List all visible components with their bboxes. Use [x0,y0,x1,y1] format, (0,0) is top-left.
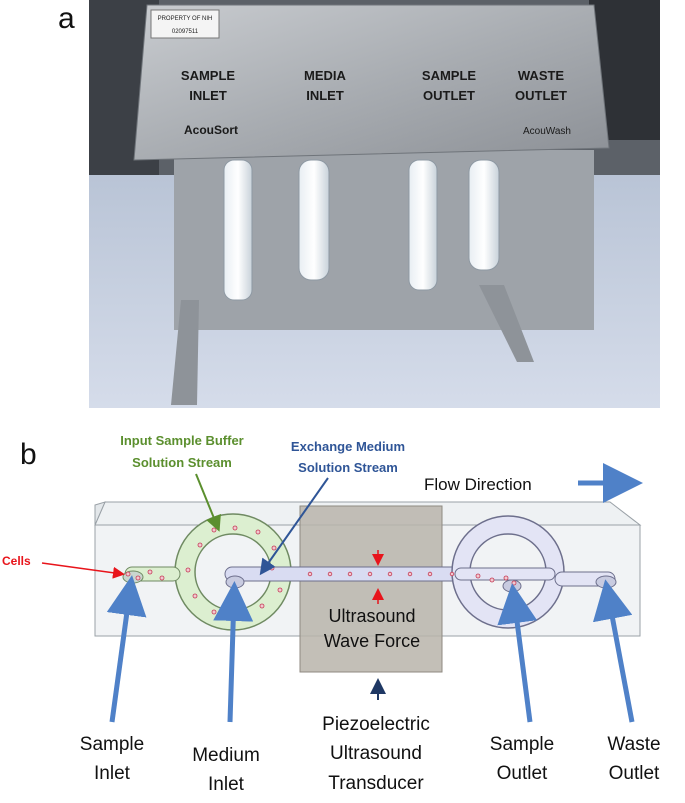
sample-inlet-label-line1: Sample [80,734,144,755]
left-leg [171,300,199,405]
port-label-sample-inlet-line1: SAMPLE [181,68,236,83]
transducer-label-line3: Transducer [328,773,424,794]
tubes [223,159,500,301]
input-stream-arrow [195,473,221,532]
ultrasound-label-line1: Ultrasound [328,606,415,626]
acoustophoresis-diagram: Input Sample Buffer Solution Stream Exch… [2,433,661,795]
brand-acousort: AcouSort [184,123,238,137]
medium-inlet-port [225,575,245,589]
device-photo: PROPERTY OF NIH 02097511 SAMPLE INLET ME… [89,0,660,408]
sample-outlet-label-line2: Outlet [497,763,548,784]
panel-b-label: b [20,438,37,471]
transducer-block [299,505,443,673]
steel-front-panel [133,4,610,161]
exchange-stream-label-line2: Solution Stream [298,460,398,475]
port-label-waste-outlet-line2: OUTLET [515,88,567,103]
cells-arrow [41,562,125,579]
waste-outlet-label-line1: Waste [607,734,660,755]
port-label-sample-inlet-line2: INLET [189,88,227,103]
port-label-sample-outlet-line1: SAMPLE [422,68,477,83]
input-stream-label-line1: Input Sample Buffer [120,433,244,448]
ultrasound-label-line2: Wave Force [324,631,420,651]
input-stream-label-line2: Solution Stream [132,455,232,470]
transducer-label-line1: Piezoelectric [322,714,430,735]
sample-inlet-label-line2: Inlet [94,763,131,784]
sample-outlet-arrow [497,583,538,723]
sticker-line2: 02097511 [172,29,199,35]
medium-inlet-label-line2: Inlet [208,774,245,795]
waste-outlet-arrow [592,579,635,723]
chip-side [94,501,106,526]
property-sticker [150,9,220,39]
waste-outlet-label-line2: Outlet [609,763,660,784]
waste-outlet-port [595,575,617,589]
port-label-media-inlet-line2: INLET [306,88,344,103]
port-label-waste-outlet-line1: WASTE [518,68,565,83]
port-label-media-inlet-line1: MEDIA [304,68,347,83]
port-label-sample-outlet-line2: OUTLET [423,88,475,103]
transducer-label-line2: Ultrasound [330,743,422,764]
sample-inlet-arrow [106,575,147,723]
panel-a-label: a [58,2,75,35]
flow-direction-label: Flow Direction [424,475,532,494]
right-leg [479,285,534,362]
medium-inlet-arrow [213,581,254,723]
exchange-stream-label-line1: Exchange Medium [291,439,405,454]
cells-label: Cells [2,554,31,568]
exchange-stream-arrow [259,477,329,576]
medium-inlet-label-line1: Medium [192,745,260,766]
sample-outlet-label-line1: Sample [490,734,554,755]
brand-acouwash: AcouWash [523,126,571,137]
sticker-line1: PROPERTY OF NIH [158,16,213,22]
